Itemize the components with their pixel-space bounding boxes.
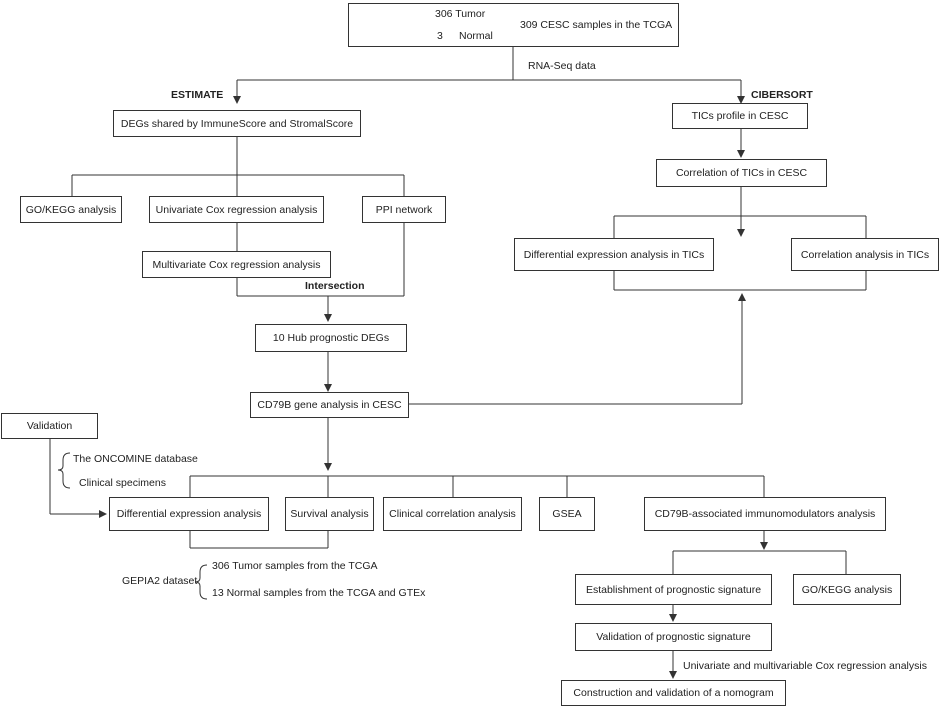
go-kegg-box-2: GO/KEGG analysis — [793, 574, 901, 605]
tics-correlation-box: Correlation of TICs in CESC — [656, 159, 827, 187]
clinical-corr-box: Clinical correlation analysis — [383, 497, 522, 531]
validate-signature-box: Validation of prognostic signature — [575, 623, 772, 651]
multivariate-cox-box: Multivariate Cox regression analysis — [142, 251, 331, 278]
degs-shared-box: DEGs shared by ImmuneScore and StromalSc… — [113, 110, 361, 137]
tumor-count-label: 306 Tumor — [435, 8, 486, 20]
corr-tics-box: Correlation analysis in TICs — [791, 238, 939, 271]
top-samples-box — [348, 3, 679, 47]
clinical-specimens-label: Clinical specimens — [79, 477, 166, 489]
go-kegg-box-1: GO/KEGG analysis — [20, 196, 122, 223]
nomogram-box: Construction and validation of a nomogra… — [561, 680, 786, 706]
uni-multi-cox-label: Univariate and multivariable Cox regress… — [683, 660, 927, 672]
oncomine-label: The ONCOMINE database — [73, 453, 198, 465]
ppi-network-box: PPI network — [362, 196, 446, 223]
immunomodulators-box: CD79B-associated immunomodulators analys… — [644, 497, 886, 531]
normal-label: Normal — [459, 30, 493, 42]
total-samples-label: 309 CESC samples in the TCGA — [520, 19, 673, 31]
diff-expr-tics-box: Differential expression analysis in TICs — [514, 238, 714, 271]
gepia-tumor-label: 306 Tumor samples from the TCGA — [212, 560, 378, 572]
gsea-box: GSEA — [539, 497, 595, 531]
normal-count-label: 3 — [437, 30, 443, 42]
cibersort-label: CIBERSORT — [751, 89, 813, 101]
hub-degs-box: 10 Hub prognostic DEGs — [255, 324, 407, 352]
gepia-normal-label: 13 Normal samples from the TCGA and GTEx — [212, 587, 426, 599]
rna-seq-label: RNA-Seq data — [528, 60, 596, 72]
diff-expr-box: Differential expression analysis — [109, 497, 269, 531]
survival-analysis-box: Survival analysis — [285, 497, 374, 531]
gepia-dataset-label: GEPIA2 dataset — [122, 575, 198, 587]
validation-box: Validation — [1, 413, 98, 439]
establish-signature-box: Establishment of prognostic signature — [575, 574, 772, 605]
estimate-label: ESTIMATE — [171, 89, 224, 101]
intersection-label: Intersection — [305, 280, 365, 292]
tics-profile-box: TICs profile in CESC — [672, 103, 808, 129]
univariate-cox-box: Univariate Cox regression analysis — [149, 196, 324, 223]
cd79b-analysis-box: CD79B gene analysis in CESC — [250, 392, 409, 418]
